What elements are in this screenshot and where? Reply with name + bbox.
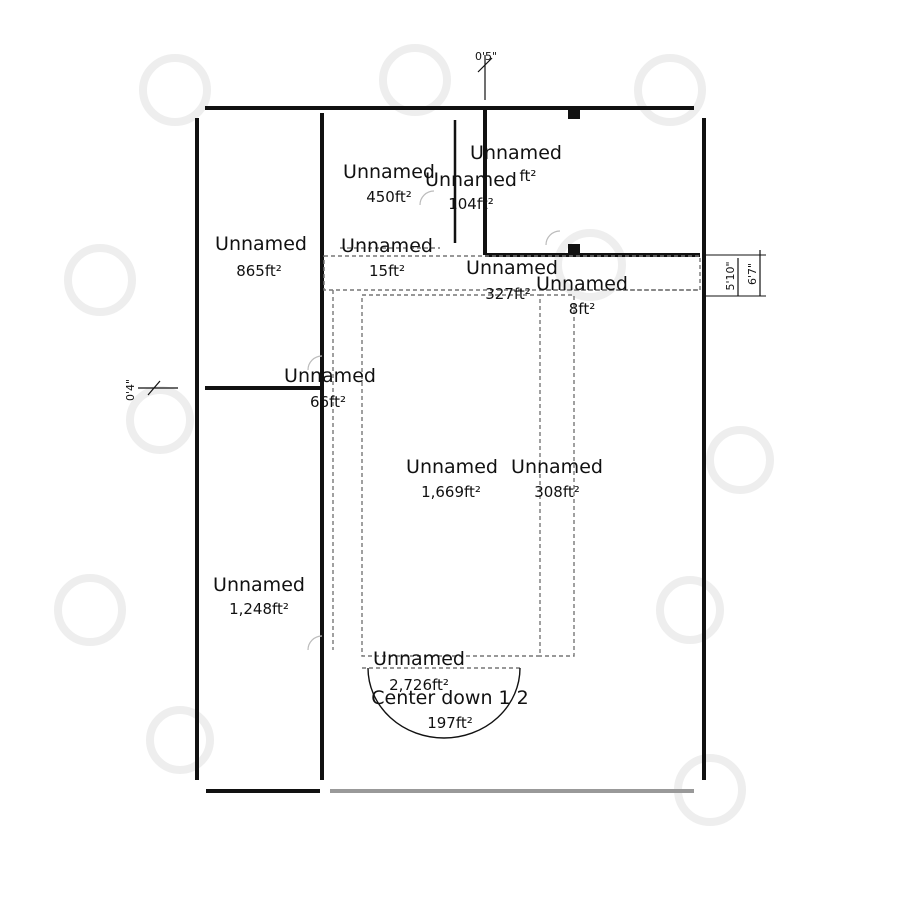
column-mid — [568, 244, 580, 254]
room-area: 15ft² — [369, 262, 405, 280]
space-boundaries — [323, 247, 701, 669]
room-main-center: Unnamed 1,669ft² — [406, 456, 498, 501]
room-hall-wide: Unnamed 327ft² — [466, 257, 558, 303]
room-name: Unnamed — [341, 235, 433, 257]
dimension-left-label: 0'4" — [124, 379, 137, 401]
room-area: 66ft² — [310, 393, 346, 411]
room-area: 2,726ft² — [389, 676, 449, 694]
room-name: Unnamed — [470, 142, 562, 164]
dimension-right: 5'10" 6'7" — [704, 250, 766, 297]
room-top-right: Unnamed — [470, 142, 562, 164]
room-hall-small: Unnamed 15ft² — [341, 235, 433, 280]
room-name: Unnamed — [284, 365, 376, 387]
room-area: 1,669ft² — [421, 483, 481, 501]
room-area: 197ft² — [427, 714, 473, 732]
dimension-top-label: 0'5" — [475, 50, 497, 63]
room-area: 308ft² — [534, 483, 580, 501]
room-name: Unnamed — [373, 648, 465, 670]
room-top-middle: Unnamed 450ft² — [343, 161, 435, 206]
room-left-upper: Unnamed 865ft² — [215, 233, 307, 280]
room-left-passage: Unnamed 66ft² — [284, 365, 376, 411]
room-left-lower: Unnamed 1,248ft² — [213, 574, 305, 618]
room-area: 1,248ft² — [229, 600, 289, 618]
room-area: 327ft² — [485, 285, 531, 303]
room-name: Unnamed — [213, 574, 305, 596]
dimension-right-b-label: 6'7" — [746, 263, 759, 285]
room-area-ghost: ft² — [520, 167, 537, 185]
room-name: Unnamed — [536, 273, 628, 295]
room-area: 450ft² — [366, 188, 412, 206]
room-name: Unnamed — [511, 456, 603, 478]
dimension-right-a-label: 5'10" — [724, 261, 737, 290]
room-hall-right: Unnamed 8ft² — [536, 273, 628, 318]
door-swing — [307, 190, 561, 739]
dimension-top: 0'5" — [475, 50, 497, 100]
room-area: 865ft² — [236, 262, 282, 280]
room-top-closet: ft² Unnamed 104ft² — [425, 167, 536, 213]
room-name: Center down 1 2 — [371, 687, 529, 709]
column-top — [568, 109, 580, 119]
room-main-right: Unnamed 308ft² — [511, 456, 603, 501]
room-name: Unnamed — [215, 233, 307, 255]
room-name: Unnamed — [406, 456, 498, 478]
room-open-space: Unnamed 2,726ft² — [373, 648, 465, 694]
room-name: Unnamed — [425, 169, 517, 191]
dimension-left: 0'4" — [124, 379, 178, 401]
room-area: 8ft² — [569, 300, 595, 318]
room-name: Unnamed — [466, 257, 558, 279]
room-area: 104ft² — [448, 195, 494, 213]
room-name: Unnamed — [343, 161, 435, 183]
room-center-down: Center down 1 2 197ft² — [371, 687, 529, 732]
